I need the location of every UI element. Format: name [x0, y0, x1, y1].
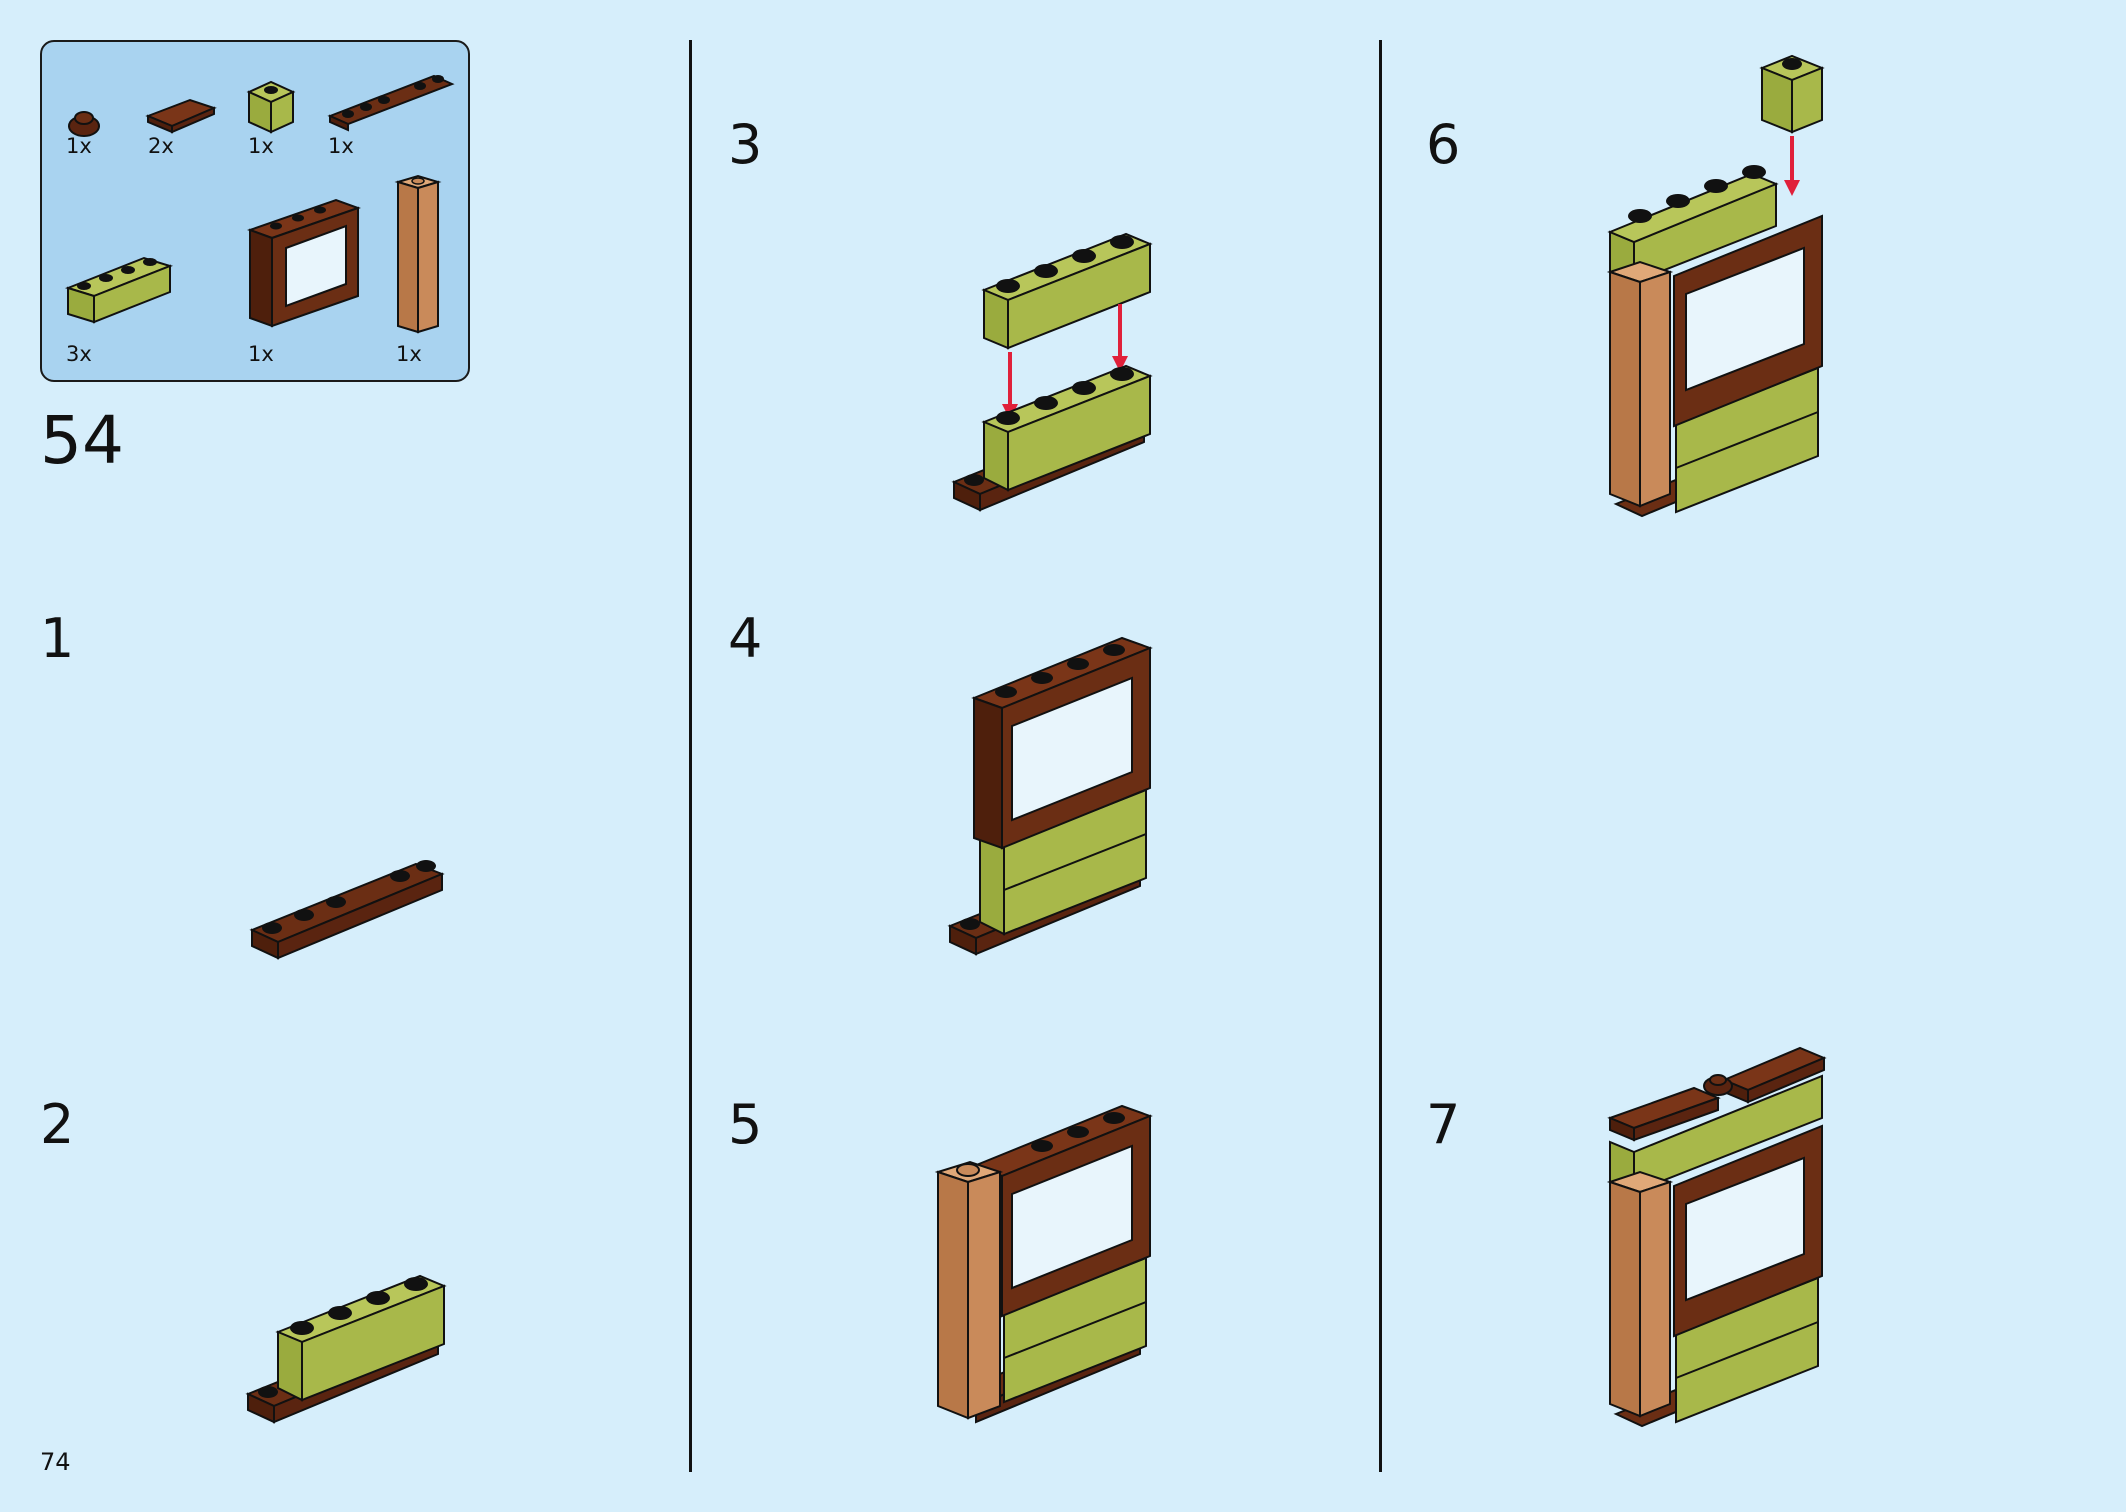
part-qty: 1x [248, 134, 274, 158]
column-divider-right [1379, 40, 1382, 1472]
log-brick-icon [64, 256, 174, 324]
step-number-3: 3 [728, 113, 763, 176]
part-qty: 3x [66, 342, 92, 366]
step-number-5: 5 [728, 1093, 763, 1156]
part-qty: 1x [66, 134, 92, 158]
column-brick-icon [394, 174, 442, 334]
part-qty: 2x [148, 134, 174, 158]
step-number-4: 4 [728, 607, 763, 670]
step-5-column-illustration [934, 1104, 1153, 1424]
column-divider-left [689, 40, 692, 1472]
part-qty: 1x [396, 342, 422, 366]
brick-1x1-icon [246, 80, 296, 134]
step-number-7: 7 [1426, 1093, 1461, 1156]
step-6-brick-illustration [1606, 54, 1825, 518]
step-2-log-on-plate-illustration [245, 1274, 447, 1424]
step-4-window-illustration [947, 636, 1153, 956]
page-number: 74 [40, 1448, 71, 1476]
step-7-tiles-illustration [1606, 1046, 1827, 1428]
step-number-2: 2 [40, 1093, 75, 1156]
step-1-plate-illustration [249, 860, 445, 960]
parts-callout-box: 1x 2x 1x 1x 3x [40, 40, 470, 382]
plate-1x6-icon [327, 74, 455, 132]
window-frame-icon [247, 198, 361, 328]
step-3-stack-illustration [951, 232, 1153, 512]
set-step-number: 54 [40, 402, 124, 479]
tile-icon [145, 98, 217, 134]
round-plate-icon [68, 111, 100, 137]
part-qty: 1x [328, 134, 354, 158]
step-number-6: 6 [1426, 113, 1461, 176]
part-qty: 1x [248, 342, 274, 366]
step-number-1: 1 [40, 607, 75, 670]
